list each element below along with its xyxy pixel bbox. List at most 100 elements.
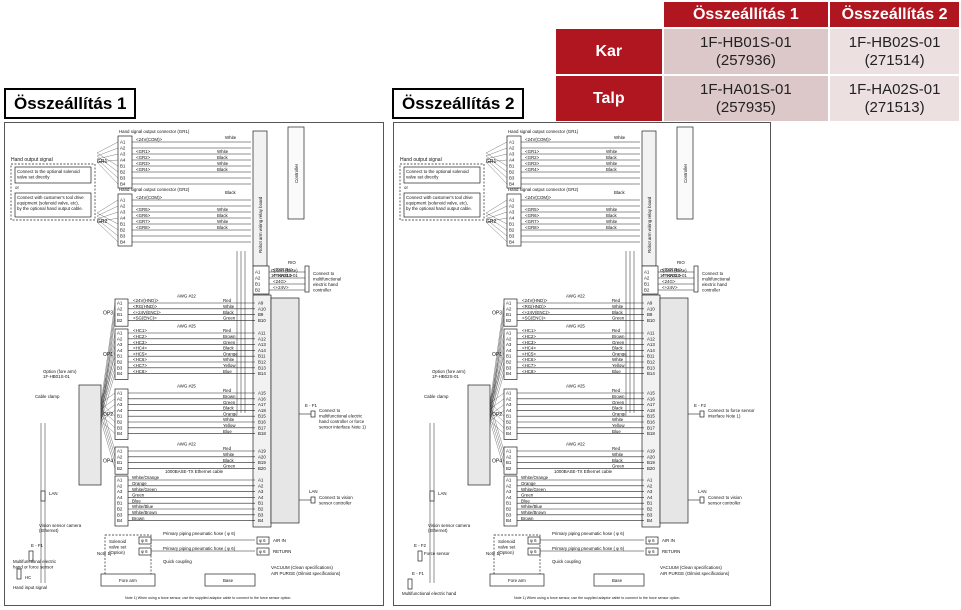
wire-line — [96, 205, 119, 217]
signal-label: <24V(HND)> — [522, 298, 548, 303]
phi6-label: φ 6 — [530, 549, 537, 554]
table-row: Kar 1F-HB01S-01(257936) 1F-HB02S-01(2715… — [556, 29, 959, 74]
wire-line — [96, 152, 119, 167]
pin-label: B3 — [117, 425, 123, 430]
controller-box — [287, 126, 305, 220]
signal-label: <GR3> — [525, 161, 540, 166]
pin-label: A2 — [644, 276, 650, 281]
pin-label: A1 — [255, 270, 261, 275]
signal-label: <GR4> — [136, 167, 151, 172]
signal-label: <GR2> — [136, 155, 151, 160]
phi6-box — [256, 547, 270, 556]
signal-label: <HC6> — [522, 357, 536, 362]
wire-color-label: Yellow — [223, 363, 236, 368]
pin-label: A3 — [120, 152, 126, 157]
customer-note: by the optional hand output cable. — [17, 206, 83, 211]
option-base-part: 1F-HA02S-01 — [660, 273, 687, 278]
pin-label: B4 — [509, 240, 515, 245]
pin-label: A12 — [258, 336, 266, 341]
op-label: OP4 — [103, 459, 113, 465]
pin-label: B1 — [117, 414, 123, 419]
wire-line — [96, 153, 119, 160]
wire-color-label: Green — [223, 340, 236, 345]
wire-line — [100, 361, 116, 410]
return-label: RETURN — [273, 549, 291, 554]
wire-line — [485, 152, 508, 167]
lan-label: LAN — [698, 489, 707, 494]
multifunctional-hand-label: hand or force sensor — [13, 565, 54, 570]
wire-line — [96, 199, 119, 214]
wire-color-label: Green — [223, 316, 236, 321]
diagram1-title: Összeállítás 1 — [4, 88, 137, 119]
signal-label: <RG(HND)> — [133, 304, 158, 309]
pin-label: B2 — [255, 288, 261, 293]
wire-line — [485, 147, 508, 157]
phi6-box — [645, 536, 659, 545]
pin-label: B1 — [120, 164, 126, 169]
wire-color-label: White/Green — [132, 487, 157, 492]
pin-label: B18 — [258, 431, 266, 436]
rio-pin-block — [252, 265, 270, 295]
wire-line — [96, 155, 119, 173]
pin-label: A3 — [509, 210, 515, 215]
wire-line — [489, 308, 505, 410]
ethernet-cable-label: 1000BASE-TX Ethernet cable — [165, 469, 224, 474]
signal-label: <24V(COM)> — [525, 195, 552, 200]
pin-label: B4 — [120, 182, 126, 187]
wire-line — [489, 338, 505, 410]
signal-label: <+24V(ENC)> — [133, 310, 161, 315]
pin-label: A2 — [117, 454, 123, 459]
wire-color-label: Blue — [612, 429, 621, 434]
pin-label: B2 — [117, 507, 123, 512]
pin-label: A3 — [258, 489, 264, 494]
signal-label: <TXRXL> — [273, 273, 293, 278]
pin-label: B1 — [255, 282, 261, 287]
configuration-table: Összeállítás 1 Összeállítás 2 Kar 1F-HB0… — [554, 0, 961, 123]
wire-color-label: Yellow — [612, 363, 625, 368]
pin-label: A13 — [647, 342, 655, 347]
wire-line — [489, 414, 505, 463]
pin-label: A15 — [258, 391, 266, 396]
wire-color-label: Red — [612, 446, 621, 451]
multifunctional-hand-label: Multifunctional electric hand — [402, 591, 457, 596]
signal-label: <HC4> — [133, 346, 147, 351]
pin-label: A3 — [647, 489, 653, 494]
pin-label: B2 — [506, 318, 512, 323]
pin-label: A16 — [647, 396, 655, 401]
awg-label: AWG #25 — [177, 384, 196, 389]
pin-label: B1 — [506, 460, 512, 465]
pin-label: A1 — [120, 198, 126, 203]
controller-box — [676, 126, 694, 220]
wire-color-label: Black — [223, 458, 235, 463]
fore-arm-label: Fore arm — [508, 578, 526, 583]
wire-line — [485, 211, 508, 220]
pin-label: A2 — [506, 483, 512, 488]
pin-label: A2 — [509, 146, 515, 151]
pin-label: B1 — [647, 501, 653, 506]
wiring-diagram-2-svg: Robot arm wiring relay boardControllerHa… — [399, 126, 755, 600]
pin-label: B4 — [258, 518, 264, 523]
signal-label: <+24V> — [273, 285, 289, 290]
signal-label: <HC1> — [133, 328, 147, 333]
pin-label: B17 — [258, 425, 266, 430]
signal-label: <HC1> — [522, 328, 536, 333]
pin-label: B4 — [506, 371, 512, 376]
pin-label: A1 — [117, 478, 123, 483]
pin-label: A1 — [506, 331, 512, 336]
part-number: 1F-HA01S-01 — [700, 80, 792, 98]
wire-line — [489, 361, 505, 410]
relay-board-label: Robot arm wiring relay board — [258, 196, 263, 253]
wire-color-label: Black — [612, 310, 624, 315]
pin-label: A1 — [506, 301, 512, 306]
pin-label: A3 — [506, 402, 512, 407]
phi6-box — [256, 536, 270, 545]
wire-line — [100, 392, 116, 404]
pin-label: B2 — [644, 288, 650, 293]
phi6-box — [527, 547, 541, 556]
part-code: (257935) — [715, 98, 776, 116]
wire-color-label: Orange — [223, 351, 238, 356]
wire-color-label: Orange — [132, 481, 147, 486]
wire-color-label: Yellow — [612, 423, 625, 428]
wire-line — [96, 217, 119, 223]
pin-label: A14 — [647, 348, 655, 353]
